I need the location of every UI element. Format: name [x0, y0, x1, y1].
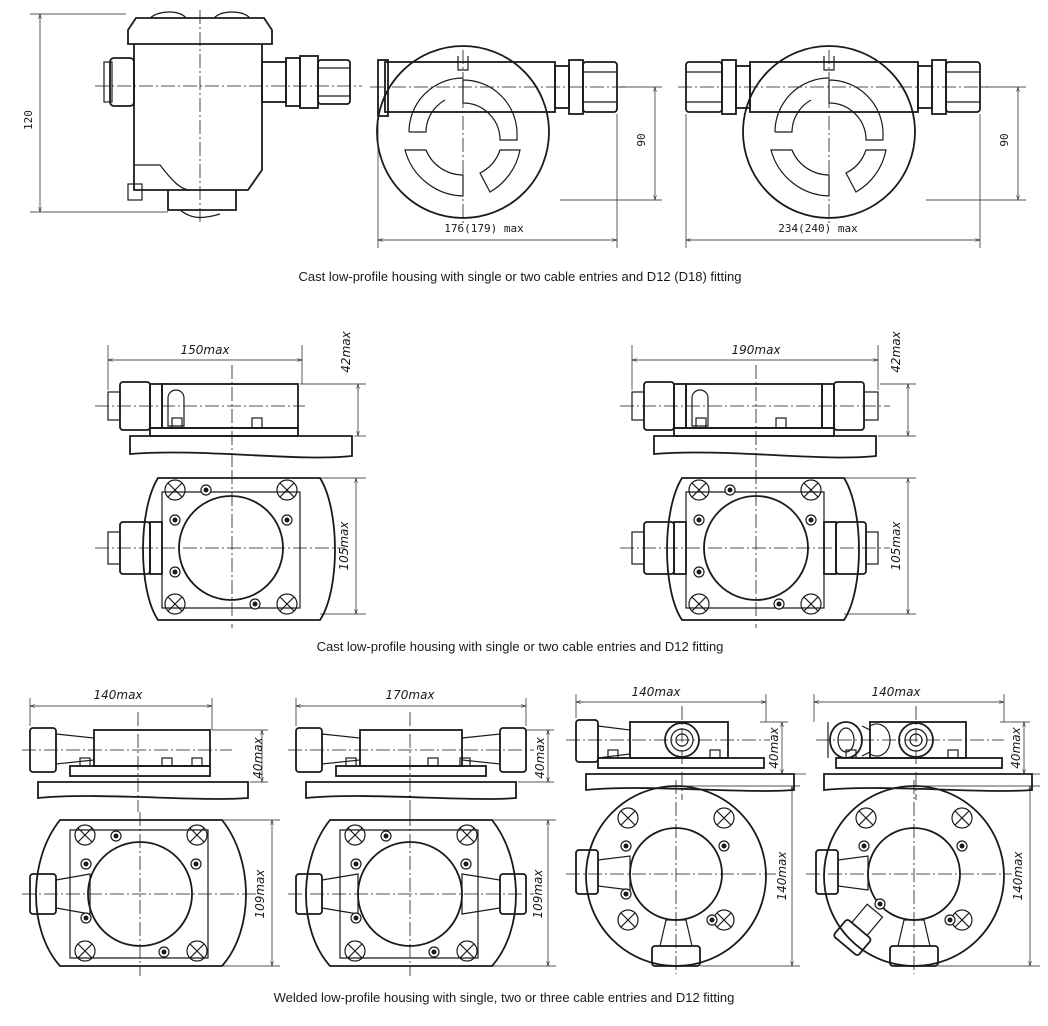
r3-a-plan	[22, 812, 280, 976]
r3-c-width-dim: 140max	[631, 685, 681, 699]
r3-c-elevation	[566, 694, 806, 800]
r3-b-height-dim: 40max	[533, 736, 547, 778]
r3-d-elevation	[813, 694, 1040, 800]
r2-right-elevation	[620, 345, 916, 470]
r3-c-plan-dim: 140max	[775, 851, 789, 901]
caption-row2: Cast low-profile housing with single or …	[317, 639, 724, 654]
caption-row1: Cast low-profile housing with single or …	[299, 269, 742, 284]
r3-b-plan	[288, 812, 556, 976]
r2-l-width-dim: 150max	[180, 343, 230, 357]
r1-v3-width-dim: 234(240) max	[778, 222, 858, 235]
r3-d-plan-dim: 140max	[1011, 851, 1025, 901]
r2-l-height-dim: 42max	[339, 330, 353, 372]
r1-side-view	[30, 10, 362, 225]
r3-d-height-dim: 40max	[1009, 726, 1023, 768]
r3-c-height-dim: 40max	[767, 726, 781, 768]
r3-d-plan	[806, 780, 1040, 974]
r2-r-width-dim: 190max	[731, 343, 781, 357]
r3-b-plan-dim: 109max	[531, 869, 545, 919]
r1-v2-height-dim: 90	[635, 133, 648, 146]
r1-height-dim: 120	[22, 110, 35, 130]
r3-b-elevation	[288, 698, 554, 812]
r3-c-plan	[566, 780, 800, 974]
r1-front-view-double	[678, 45, 1026, 248]
r3-a-width-dim: 140max	[93, 688, 143, 702]
r1-front-view-single	[370, 45, 662, 248]
caption-row3: Welded low-profile housing with single, …	[274, 990, 735, 1005]
r2-left-elevation	[95, 345, 366, 470]
r3-d-width-dim: 140max	[871, 685, 921, 699]
r3-b-width-dim: 170max	[385, 688, 435, 702]
r3-a-height-dim: 40max	[251, 736, 265, 778]
r3-a-plan-dim: 109max	[253, 869, 267, 919]
r2-right-plan	[620, 470, 916, 628]
r3-a-elevation	[22, 698, 268, 812]
r2-left-plan	[95, 470, 366, 628]
r2-r-plan-dim: 105max	[889, 521, 903, 571]
r2-l-plan-dim: 105max	[337, 521, 351, 571]
r2-r-height-dim: 42max	[889, 330, 903, 372]
r1-v2-width-dim: 176(179) max	[444, 222, 524, 235]
r1-v3-height-dim: 90	[998, 133, 1011, 146]
